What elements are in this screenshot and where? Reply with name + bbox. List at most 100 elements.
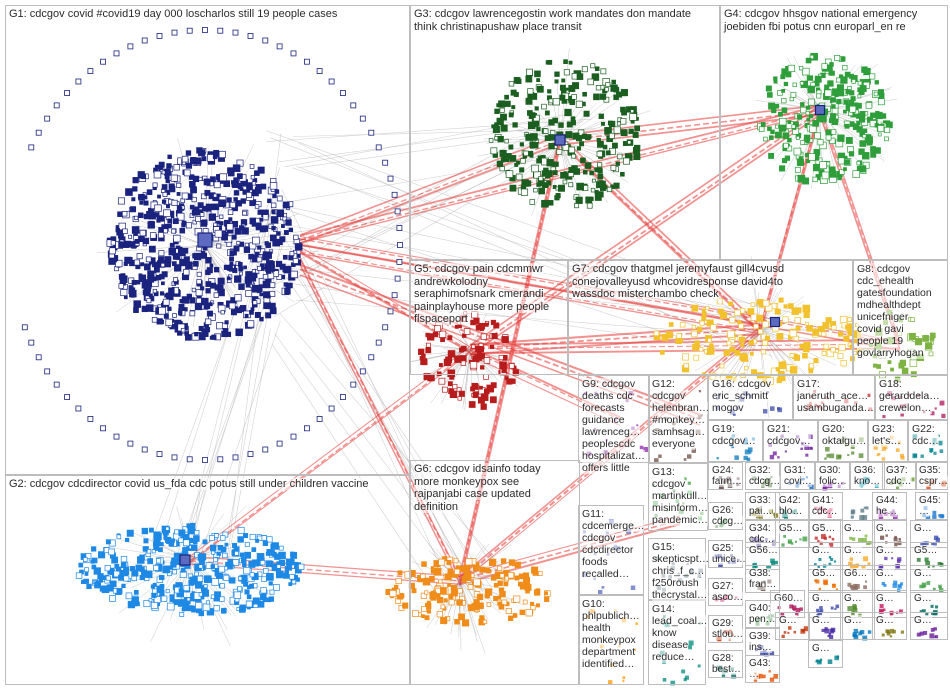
g3-node	[554, 71, 560, 77]
g2-node	[268, 560, 274, 566]
cluster-node	[934, 635, 939, 639]
g3-node	[555, 193, 561, 199]
cluster-node	[833, 560, 837, 563]
inter-group-edge	[298, 142, 734, 346]
g2-node	[219, 596, 225, 602]
g4-node	[770, 129, 775, 135]
g4-node	[808, 153, 816, 161]
cluster-node	[831, 537, 835, 541]
group-label-text: G…	[876, 523, 894, 534]
g5-node	[477, 346, 485, 353]
g23-node	[900, 453, 904, 458]
g1-node	[169, 242, 175, 248]
cross-group-edge	[299, 250, 761, 332]
g5-node	[501, 367, 507, 374]
g7-node	[837, 352, 844, 359]
g7-node	[776, 377, 782, 384]
g3-node	[613, 182, 620, 189]
g4-node	[790, 91, 797, 98]
g11-node	[601, 586, 605, 589]
g4-node	[796, 158, 804, 166]
g7-node	[737, 320, 742, 325]
g20-node	[851, 451, 855, 455]
g21-node	[772, 451, 777, 456]
g3-node	[620, 171, 625, 177]
g2-node	[189, 576, 197, 584]
g6-node	[438, 558, 446, 566]
g7-node	[762, 299, 770, 307]
g5-node	[489, 396, 497, 404]
g3-node	[515, 173, 523, 181]
g2-node	[93, 567, 101, 575]
cross-group-edge	[819, 109, 901, 346]
g20-node	[829, 453, 835, 459]
g4-node	[840, 56, 846, 62]
g21-node	[769, 454, 775, 460]
cluster-node	[762, 674, 766, 679]
g3-node	[530, 133, 538, 141]
g4-node	[862, 128, 868, 133]
g1-node	[211, 334, 217, 340]
cluster-node	[889, 635, 893, 638]
inter-group-edge	[263, 143, 563, 290]
group-box-g70: G…	[808, 640, 843, 668]
group-label-text: G6: cdcgov idsainfo today more monkeypox…	[414, 463, 541, 513]
g1-node	[236, 173, 243, 180]
cluster-node	[828, 556, 832, 559]
g4-node	[836, 98, 842, 105]
g1-node	[246, 192, 252, 198]
g2-node	[142, 546, 148, 552]
cross-group-edge	[189, 563, 461, 585]
group-label-g11: G11: cdcemerge… cdcgov cdcdirector foods…	[582, 508, 645, 580]
g2-node	[210, 544, 217, 551]
g1-node	[183, 307, 188, 312]
g7-node	[789, 353, 795, 358]
cluster-node	[929, 633, 935, 639]
group-label-g6: G6: cdcgov idsainfo today more monkeypox…	[414, 463, 577, 513]
g6-node	[447, 568, 454, 574]
cross-group-edge	[299, 274, 701, 426]
g3-node	[504, 94, 509, 100]
g4-node	[845, 89, 851, 95]
group-label-text: G29: stlou…	[712, 618, 744, 640]
g1-isolate-node	[339, 90, 346, 96]
g1-node	[262, 274, 269, 280]
g1-node	[279, 263, 286, 270]
g3-node	[594, 66, 600, 71]
group-label-g65: G…	[779, 615, 807, 626]
g7-node	[691, 304, 699, 312]
g1-isolate-node	[171, 454, 178, 461]
g1-node	[227, 209, 234, 215]
g1-isolate-node	[397, 242, 403, 248]
g1-isolate-node	[396, 258, 403, 265]
g2-node	[152, 582, 157, 587]
g4-node	[877, 132, 882, 137]
g6-node	[535, 588, 541, 593]
g1-node	[262, 251, 267, 256]
g3-node	[589, 170, 594, 176]
g1-node	[151, 317, 158, 323]
cluster-node	[788, 626, 792, 630]
g4-node	[840, 134, 845, 140]
g1-node	[165, 178, 170, 184]
g4-node	[839, 74, 844, 79]
g4-node	[812, 119, 820, 127]
g6-node	[440, 604, 446, 610]
g6-node	[544, 591, 548, 596]
group-box-g49: G5…	[775, 520, 810, 548]
g7-node	[803, 311, 810, 319]
g3-node	[628, 128, 634, 134]
g4-node	[834, 55, 841, 62]
g4-node	[774, 124, 779, 129]
g4-node	[836, 77, 841, 83]
cluster-node	[799, 538, 802, 541]
g7-node	[794, 317, 801, 324]
g7-node	[831, 325, 837, 331]
g6-node	[447, 583, 451, 587]
g1-isolate-node	[75, 405, 82, 412]
g2-node	[186, 597, 191, 602]
g6-node	[450, 589, 458, 597]
g1-isolate-node	[359, 115, 366, 122]
cluster-node	[886, 630, 890, 634]
g2-node	[178, 529, 186, 537]
